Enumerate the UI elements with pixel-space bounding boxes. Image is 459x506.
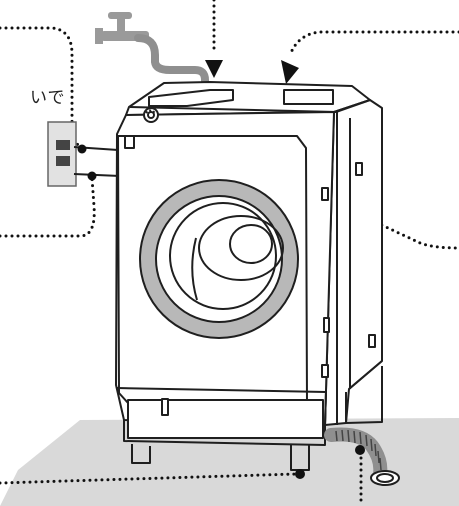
machine-drawer-mark: [161, 398, 169, 416]
machine-side-bottom: [348, 360, 383, 390]
callout-right-middle-line: [146, 114, 459, 250]
machine-side-slot: [321, 187, 329, 201]
window-outer-ring: [140, 180, 298, 338]
callout-left-upper-box: [0, 26, 84, 151]
wall-outlet-icon: [47, 121, 121, 187]
machine-side-slot-5: [368, 334, 376, 348]
machine-side-slot-4: [321, 364, 329, 378]
machine-base-box: [127, 399, 324, 439]
machine-small-icon: [124, 135, 135, 149]
arrow-down-icon: [205, 60, 223, 78]
machine-foot-left: [131, 444, 151, 464]
machine-side-slot-2: [355, 162, 363, 176]
arrow-down-icon: [281, 60, 299, 84]
door-window: [139, 179, 299, 339]
callout-top-right-line: [288, 30, 459, 57]
machine-base-line: [116, 387, 327, 426]
machine-top-knob-highlight: [145, 109, 156, 114]
drain-hose-end: [370, 470, 400, 486]
window-drum-ellipse-2: [229, 224, 273, 264]
callout-bottom-left-line: [0, 472, 298, 485]
window-drum-ellipse-1: [198, 215, 284, 281]
machine-side-slot-3: [323, 317, 330, 333]
window-pane: [169, 202, 277, 310]
washing-machine: [115, 81, 383, 471]
machine-control-top: [148, 89, 234, 107]
drain-hose: [324, 427, 400, 486]
callout-left-lower-box: [0, 176, 96, 238]
drain-hose-end-inner: [376, 473, 394, 483]
machine-side-bottom-box: [345, 366, 383, 424]
window-reflection: [191, 237, 198, 301]
drain-hose-ribbing: [335, 429, 382, 471]
window-inner-line: [155, 195, 283, 323]
faucet-icon: [95, 12, 209, 96]
callout-text-left-upper: いで: [30, 88, 66, 108]
callout-dots: [295, 445, 365, 479]
callout-dot-drain: [355, 445, 365, 455]
window-outer-line: [139, 179, 299, 339]
machine-display-panel: [283, 89, 334, 105]
machine-top-knob-inner: [147, 111, 155, 119]
callout-dot-foot: [295, 469, 305, 479]
